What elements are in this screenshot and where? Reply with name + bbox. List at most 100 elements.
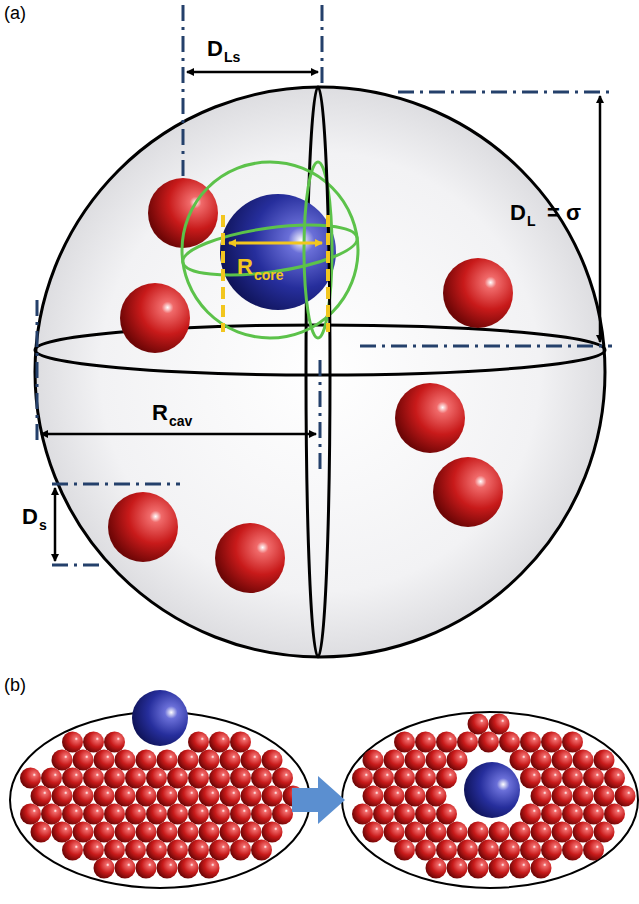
solvent-sphere [615, 786, 636, 807]
solvent-sphere [426, 750, 447, 771]
solvent-sphere [436, 840, 457, 861]
solvent-sphere [394, 804, 415, 825]
solvent-sphere [489, 714, 510, 735]
solvent-sphere [531, 858, 552, 879]
solvent-sphere [478, 840, 499, 861]
solvent-sphere [531, 822, 552, 843]
dimension-label: D [207, 38, 223, 60]
solvent-sphere [136, 750, 157, 771]
solvent-sphere [394, 732, 415, 753]
solvent-sphere [94, 750, 115, 771]
solvent-sphere [115, 822, 136, 843]
solvent-sphere [20, 804, 41, 825]
solvent-sphere [552, 750, 573, 771]
solvent-sphere [262, 750, 283, 771]
solvent-sphere [415, 768, 436, 789]
solvent-sphere [510, 750, 531, 771]
solvent-sphere [405, 786, 426, 807]
solvent-sphere [510, 822, 531, 843]
solvent-sphere [583, 768, 604, 789]
solvent-sphere [426, 786, 447, 807]
solvent-sphere [272, 804, 293, 825]
solvent-sphere [241, 822, 262, 843]
solvent-sphere [209, 804, 230, 825]
solvent-sphere [136, 858, 157, 879]
solvent-sphere [31, 822, 52, 843]
solvent-sphere [262, 822, 283, 843]
solvent-sphere [178, 822, 199, 843]
solvent-sphere [436, 732, 457, 753]
solvent-sphere [394, 840, 415, 861]
solvent-sphere [363, 786, 384, 807]
solvent-sphere [73, 786, 94, 807]
solvent-sphere [83, 804, 104, 825]
solvent-sphere [415, 732, 436, 753]
solvent-sphere [373, 804, 394, 825]
solvent-sphere [20, 768, 41, 789]
solvent-sphere [73, 822, 94, 843]
solvent-sphere [215, 523, 285, 593]
solvent-sphere [83, 768, 104, 789]
solvent-sphere [426, 822, 447, 843]
solvent-sphere [573, 786, 594, 807]
solvent-sphere [52, 786, 73, 807]
solvent-sphere [489, 858, 510, 879]
solvent-sphere [478, 732, 499, 753]
solvent-sphere [443, 258, 513, 328]
solvent-sphere [531, 750, 552, 771]
solvent-sphere [541, 732, 562, 753]
solvent-sphere [583, 840, 604, 861]
panel-label: (b) [4, 676, 26, 694]
solvent-sphere [373, 768, 394, 789]
solvent-sphere [136, 786, 157, 807]
solvent-sphere [541, 768, 562, 789]
solvent-sphere [384, 822, 405, 843]
solvent-sphere [31, 786, 52, 807]
solvent-sphere [395, 383, 465, 453]
solvent-sphere [83, 732, 104, 753]
solvent-sphere [262, 786, 283, 807]
solvent-sphere [520, 840, 541, 861]
solvent-sphere [457, 840, 478, 861]
solvent-sphere [199, 750, 220, 771]
solvent-sphere [188, 768, 209, 789]
solvent-sphere [41, 768, 62, 789]
solvent-sphere [520, 804, 541, 825]
solvent-sphere [468, 822, 489, 843]
solvent-sphere [363, 822, 384, 843]
solvent-sphere [230, 804, 251, 825]
solvent-sphere [573, 750, 594, 771]
solvent-sphere [157, 822, 178, 843]
solvent-sphere [594, 750, 615, 771]
solvent-sphere [594, 786, 615, 807]
solvent-sphere [52, 750, 73, 771]
solvent-sphere [552, 822, 573, 843]
dimension-subscript: L [527, 214, 536, 228]
solvent-sphere [146, 768, 167, 789]
solvent-sphere [436, 768, 457, 789]
solvent-sphere [447, 750, 468, 771]
solvent-sphere [178, 858, 199, 879]
solvent-sphere [352, 768, 373, 789]
solvent-sphere [220, 822, 241, 843]
solvent-sphere [157, 786, 178, 807]
solvent-sphere [125, 804, 146, 825]
solvent-sphere [562, 732, 583, 753]
solvent-sphere [405, 822, 426, 843]
solvent-sphere [41, 804, 62, 825]
solvent-sphere [62, 732, 83, 753]
panel-label: (a) [4, 4, 26, 22]
solvent-sphere [62, 768, 83, 789]
dimension-subscript: s [39, 518, 47, 532]
solvent-sphere [415, 840, 436, 861]
solvent-sphere [104, 732, 125, 753]
solvent-sphere [178, 786, 199, 807]
solvent-sphere [188, 840, 209, 861]
solvent-sphere [230, 768, 251, 789]
solvent-sphere [531, 786, 552, 807]
solvent-sphere [94, 822, 115, 843]
solvent-sphere [188, 804, 209, 825]
solvent-sphere [115, 786, 136, 807]
dimension-label: D [22, 506, 38, 528]
solvent-sphere [209, 768, 230, 789]
